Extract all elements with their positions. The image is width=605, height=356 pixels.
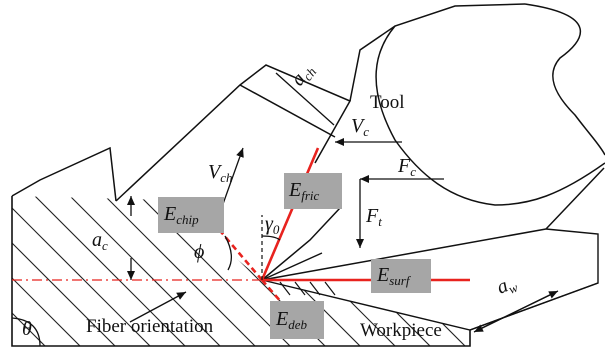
phi-arc: [224, 235, 232, 271]
svg-text:Edeb: Edeb: [275, 308, 307, 332]
a-w-label: aw: [494, 271, 521, 300]
arrows: [11, 72, 559, 347]
f-c-label: Fc: [397, 155, 416, 179]
svg-text:Esurf: Esurf: [376, 264, 412, 288]
energy-deb-box: Edeb: [270, 301, 324, 339]
gamma-label: γ0: [265, 213, 280, 237]
workpiece-label: Workpiece: [360, 320, 442, 341]
debond-marks: [279, 281, 336, 296]
v-c-label: Vc: [351, 115, 369, 139]
a-w-dim-back: [473, 291, 557, 333]
energy-fric-box: Efric: [284, 173, 342, 209]
energy-surf-box: Esurf: [371, 259, 431, 293]
theta-arc: [11, 317, 41, 347]
phi-label: ϕ: [194, 241, 204, 263]
svg-text:Echip: Echip: [163, 203, 199, 227]
a-c-label: ac: [92, 229, 108, 253]
a-ch-dim: [275, 72, 335, 126]
f-t-label: Ft: [365, 205, 382, 229]
gamma-arc: [261, 235, 281, 241]
tool-label: Tool: [370, 92, 405, 113]
v-ch-label: Vch: [208, 161, 233, 185]
theta-label: θ: [22, 318, 32, 340]
fiber-arrow: [129, 291, 187, 323]
fiber-orientation-label: Fiber orientation: [86, 316, 214, 337]
chip: [11, 64, 352, 202]
tool: [261, 3, 605, 281]
svg-text:Efric: Efric: [288, 179, 320, 203]
energy-chip-box: Echip: [158, 197, 224, 233]
